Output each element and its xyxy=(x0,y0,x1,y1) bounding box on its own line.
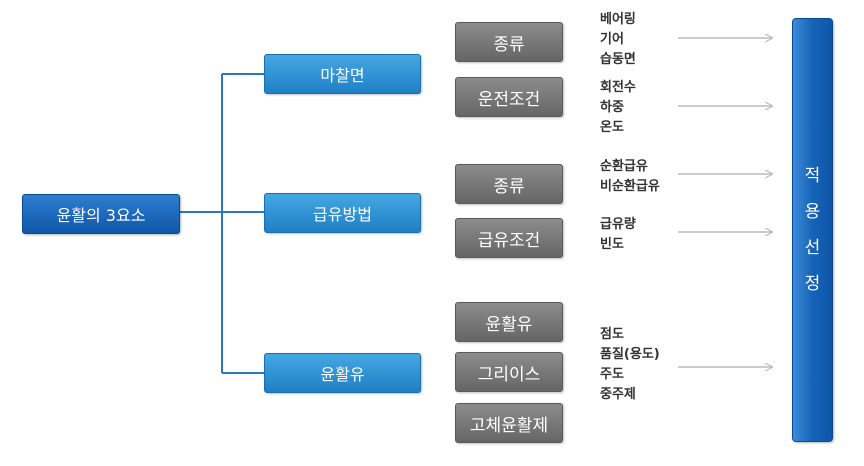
root-label: 윤활의 3요소 xyxy=(56,206,146,225)
category-lubrication-method: 급유방법 xyxy=(264,193,421,233)
subitem-label: 운전조건 xyxy=(477,89,541,110)
target-char: 정 xyxy=(804,274,821,294)
subitem-supply-conditions: 급유조건 xyxy=(455,218,563,258)
category-lubricant: 윤활유 xyxy=(264,353,421,393)
category-label: 급유방법 xyxy=(313,205,372,224)
detail-line: 하중 xyxy=(600,100,624,115)
detail-line: 베어링 xyxy=(600,12,636,27)
detail-group-friction-types: 베어링 기어 습동면 xyxy=(600,10,636,70)
root-node: 윤활의 3요소 xyxy=(22,194,180,234)
detail-line: 빈도 xyxy=(600,237,624,252)
detail-line: 급유량 xyxy=(600,217,636,232)
subitem-label: 윤활유 xyxy=(485,314,533,335)
subitem-grease: 그리이스 xyxy=(455,352,563,392)
category-friction-surface: 마찰면 xyxy=(264,54,421,94)
category-label: 마찰면 xyxy=(320,66,365,85)
detail-line: 점도 xyxy=(600,327,624,342)
subitem-type-2: 종류 xyxy=(455,164,563,204)
detail-line: 회전수 xyxy=(600,80,636,95)
detail-line: 온도 xyxy=(600,120,624,135)
detail-group-supply-conditions: 급유량 빈도 xyxy=(600,215,636,255)
detail-line: 주도 xyxy=(600,367,624,382)
subitem-solid-lubricant: 고체윤활제 xyxy=(455,403,563,443)
detail-line: 중주제 xyxy=(600,387,636,402)
detail-line: 순환급유 xyxy=(600,159,648,174)
detail-group-supply-types: 순환급유 비순환급유 xyxy=(600,157,660,197)
subitem-label: 종류 xyxy=(493,34,525,55)
detail-group-lubricant-properties: 점도 품질(용도) 주도 중주제 xyxy=(600,325,660,405)
subitem-operating-conditions: 운전조건 xyxy=(455,77,563,117)
detail-line: 습동면 xyxy=(600,52,636,67)
detail-line: 비순환급유 xyxy=(600,179,660,194)
subitem-label: 급유조건 xyxy=(477,230,541,251)
subitem-lubricating-oil: 윤활유 xyxy=(455,302,563,342)
selection-target: 적 용 선 정 xyxy=(792,18,833,442)
detail-group-operating-conditions: 회전수 하중 온도 xyxy=(600,78,636,138)
target-char: 용 xyxy=(804,202,821,222)
subitem-label: 그리이스 xyxy=(477,364,541,385)
category-label: 윤활유 xyxy=(320,365,365,384)
detail-line: 품질(용도) xyxy=(600,347,660,362)
target-char: 선 xyxy=(804,238,821,258)
subitem-label: 고체윤활제 xyxy=(469,415,549,436)
detail-line: 기어 xyxy=(600,32,624,47)
target-char: 적 xyxy=(804,166,821,186)
subitem-label: 종류 xyxy=(493,176,525,197)
subitem-type-1: 종류 xyxy=(455,22,563,62)
